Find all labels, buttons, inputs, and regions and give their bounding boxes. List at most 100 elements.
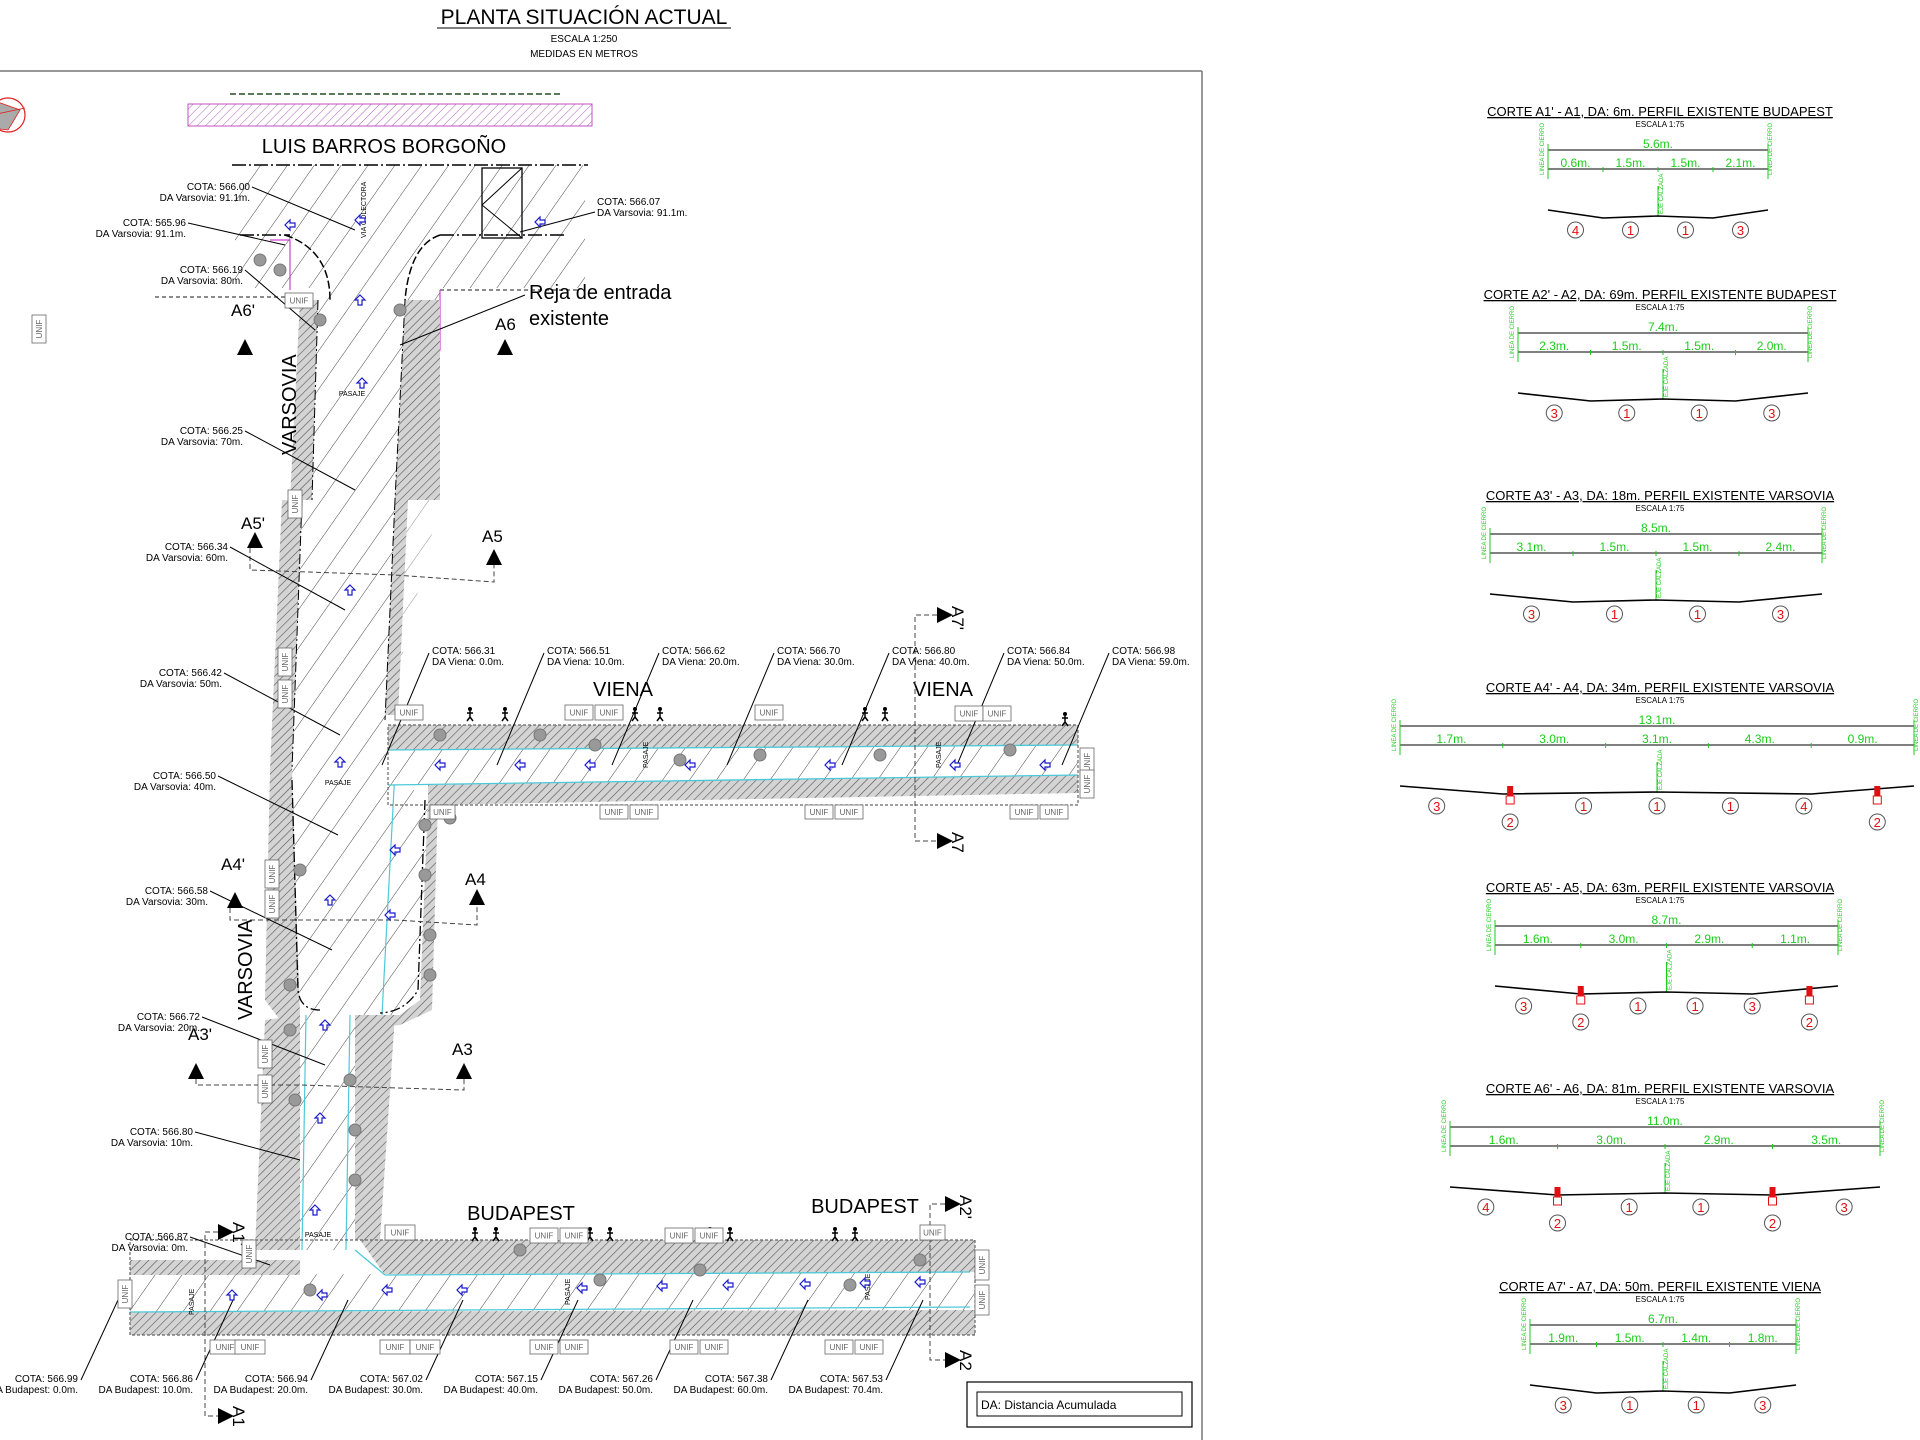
pedestrian-icon — [726, 1227, 734, 1242]
total-dimension: 11.0m. — [1647, 1114, 1683, 1128]
material-number: 1 — [1634, 999, 1641, 1014]
curb-icon — [1874, 786, 1881, 796]
material-number: 2 — [1507, 815, 1514, 830]
unif-label: UNIF — [386, 1343, 405, 1352]
unif-box: UNIF — [429, 804, 456, 820]
section-label: A7 — [948, 832, 967, 853]
drainage-arrow-icon — [353, 294, 367, 306]
material-circle-icon — [1629, 997, 1647, 1015]
linea-cierro-label: LINEA DE CIERRO — [1392, 699, 1398, 751]
marker-a5p: A5' — [241, 514, 265, 548]
pedestrian-icon — [586, 1227, 594, 1242]
material-circle-icon — [1545, 404, 1563, 422]
unif-box: UNIF — [529, 1227, 559, 1244]
ground-profile — [1494, 985, 1839, 995]
material-callout: 3 — [1732, 221, 1749, 239]
curb-base-icon — [1576, 995, 1586, 1005]
material-callout: 3 — [1515, 997, 1533, 1015]
unif-label: UNIF — [705, 1343, 724, 1352]
material-circle-icon — [1743, 997, 1761, 1015]
unif-box: UNIF — [982, 705, 1012, 722]
varsovia-bulge — [255, 769, 438, 1251]
material-callout: 2 — [1800, 986, 1818, 1031]
linea-cierro-label: LINEA DE CIERRO — [1522, 1298, 1528, 1350]
unif-label: UNIF — [245, 1245, 254, 1264]
drainage-arrow-icon — [456, 1283, 468, 1297]
eje-calzada-label: EJE CALZADA — [1666, 1151, 1672, 1191]
drainage-arrow-icon — [354, 213, 366, 227]
ground-profile — [1517, 392, 1809, 402]
building-band-top — [187, 103, 593, 127]
street-label-viena-2: VIENA — [913, 679, 974, 701]
unif-label: UNIF — [600, 709, 619, 718]
material-number: 3 — [1560, 1398, 1567, 1413]
drainage-arrow-icon — [316, 1288, 328, 1302]
cota-value: COTA: 566.31 — [432, 646, 496, 657]
section-scale: ESCALA 1:75 — [1636, 1295, 1685, 1304]
unif-box: UNIF — [629, 804, 659, 820]
drainage-arrow-icon — [914, 1275, 926, 1289]
drainage-arrow-icon — [225, 1289, 239, 1301]
unif-label: UNIF — [121, 1285, 130, 1304]
segment-dimension: 1.8m. — [1748, 1331, 1778, 1345]
eje-calzada-label: EJE CALZADA — [1659, 174, 1665, 214]
unif-box: UNIF — [409, 1339, 441, 1355]
cota-leader — [310, 1299, 349, 1381]
section-arrow-icon — [469, 889, 485, 905]
material-number: 1 — [1627, 223, 1634, 238]
unif-label: UNIF — [675, 1343, 694, 1352]
viena-street: VIENA VIENA PASAJE PASAJE — [387, 679, 1079, 806]
material-callout: 2 — [1501, 786, 1519, 831]
tree-icon — [393, 303, 407, 317]
material-callout: 2 — [1764, 1187, 1781, 1232]
material-number: 1 — [1580, 799, 1587, 814]
cota-leader — [244, 430, 356, 491]
section-title: CORTE A1' - A1, DA: 6m. PERFIL EXISTENTE… — [1487, 104, 1833, 119]
cota-distance: DA Varsovia: 20m. — [118, 1023, 200, 1034]
curb-base-icon — [1872, 795, 1882, 805]
unif-label: UNIF — [291, 495, 300, 514]
section-arrow-icon — [218, 1408, 234, 1424]
unif-label: UNIF — [978, 1291, 987, 1310]
tree-icon — [433, 728, 447, 742]
cota-value: COTA: 566.94 — [245, 1374, 309, 1385]
section-label: A6' — [231, 301, 255, 320]
cota-distance: DA Viena: 50.0m. — [1007, 657, 1085, 668]
tree-icon — [873, 748, 887, 762]
drainage-arrow-icon — [576, 1281, 588, 1295]
material-number: 1 — [1623, 406, 1630, 421]
marker-a7: A7 — [937, 832, 967, 853]
material-number: 1 — [1727, 799, 1734, 814]
unif-box: UNIF — [241, 1239, 257, 1269]
material-circle-icon — [1800, 1013, 1818, 1031]
tree-icon — [753, 748, 767, 762]
eje-calzada-label: EJE CALZADA — [1658, 750, 1664, 790]
pedestrian-icon — [861, 707, 869, 722]
cota-value: COTA: 566.72 — [137, 1012, 201, 1023]
cota-leader — [244, 269, 316, 331]
section-arrow-icon — [227, 892, 243, 908]
unif-label: UNIF — [810, 808, 829, 817]
material-number: 1 — [1697, 1200, 1704, 1215]
marker-a2p: A2' — [945, 1195, 975, 1219]
material-callout: 2 — [1549, 1187, 1566, 1232]
unif-box: UNIF — [264, 889, 280, 919]
ground-profile — [1489, 593, 1823, 603]
material-circle-icon — [1763, 404, 1781, 422]
tree-icon — [533, 728, 547, 742]
material-number: 4 — [1482, 1200, 1489, 1215]
drainage-arrow-icon — [343, 584, 357, 596]
unif-label: UNIF — [670, 1232, 689, 1241]
cross-sections: CORTE A1' - A1, DA: 6m. PERFIL EXISTENTE… — [1392, 104, 1920, 1414]
section-cut-line — [929, 1203, 945, 1361]
material-circle-icon — [1772, 605, 1789, 623]
cota-value: COTA: 566.42 — [159, 668, 223, 679]
cota-distance: DA Varsovia: 70m. — [161, 437, 243, 448]
segment-dimension: 2.9m. — [1704, 1133, 1734, 1147]
section-label: A5' — [241, 514, 265, 533]
cota-distance: DA Varsovia: 40m. — [134, 782, 216, 793]
